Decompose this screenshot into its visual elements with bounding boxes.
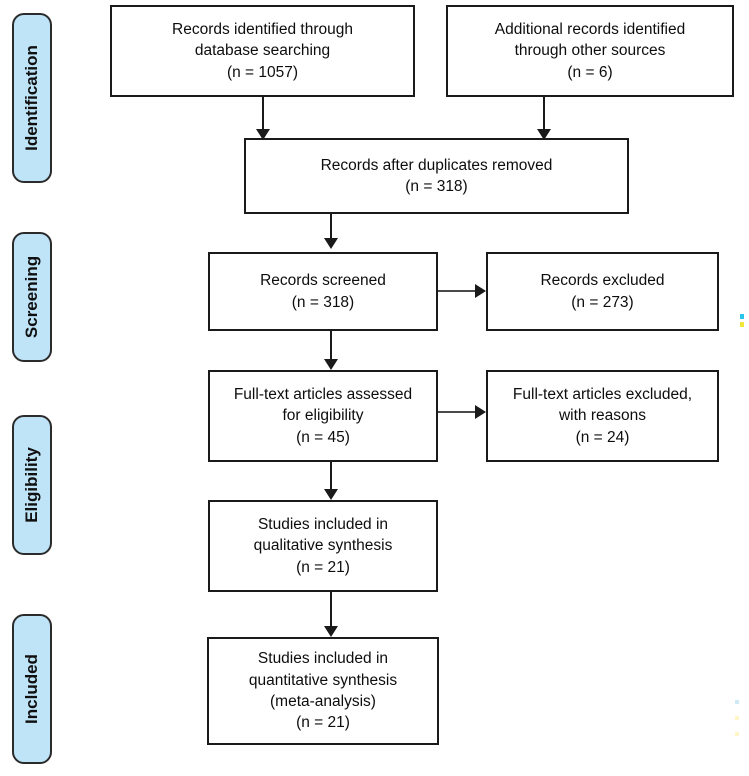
arrowhead-screened-to-excluded bbox=[475, 284, 486, 298]
stage-tab-identification-label: Identification bbox=[22, 45, 41, 151]
stage-tab-included-label: Included bbox=[22, 654, 41, 724]
box-records-identified-database[interactable]: Records identified through database sear… bbox=[110, 5, 415, 97]
stage-tab-identification[interactable]: Identification bbox=[12, 13, 52, 183]
connector-identified-to-duplicates bbox=[262, 97, 264, 133]
box-studies-qualitative-synthesis-text: Studies included in qualitative synthesi… bbox=[253, 515, 393, 576]
connector-duplicates-to-screened bbox=[330, 214, 332, 241]
arrowhead-additional-to-duplicates bbox=[537, 129, 551, 140]
stage-tab-screening-label: Screening bbox=[22, 255, 42, 339]
box-additional-records-other-sources[interactable]: Additional records identified through ot… bbox=[446, 5, 734, 97]
stage-tab-screening[interactable]: Screening bbox=[12, 232, 52, 362]
box-records-excluded-text: Records excluded (n = 273) bbox=[540, 272, 665, 311]
stage-tab-eligibility-label: Eligibility bbox=[22, 447, 41, 523]
box-full-text-articles-assessed-text: Full-text articles assessed for eligibil… bbox=[233, 385, 413, 446]
box-records-identified-database-text: Records identified through database sear… bbox=[172, 20, 353, 81]
box-records-excluded[interactable]: Records excluded (n = 273) bbox=[486, 252, 719, 331]
margin-artifact-pale-1 bbox=[735, 700, 739, 704]
connector-qualitative-to-quantitative bbox=[330, 592, 332, 630]
margin-artifact-pale-2 bbox=[735, 716, 739, 720]
connector-fulltext-to-excluded bbox=[438, 411, 477, 413]
connector-screened-to-excluded bbox=[438, 290, 477, 292]
box-records-after-duplicates-removed-text: Records after duplicates removed (n = 31… bbox=[320, 156, 553, 195]
arrowhead-qualitative-to-quantitative bbox=[324, 626, 338, 637]
stage-tab-eligibility[interactable]: Eligibility bbox=[12, 415, 52, 555]
box-full-text-articles-excluded[interactable]: Full-text articles excluded, with reason… bbox=[486, 370, 719, 462]
box-records-screened-text: Records screened (n = 318) bbox=[260, 272, 386, 311]
box-records-after-duplicates-removed[interactable]: Records after duplicates removed (n = 31… bbox=[244, 138, 629, 214]
box-records-screened[interactable]: Records screened (n = 318) bbox=[208, 252, 438, 331]
margin-artifact-pale-3 bbox=[735, 732, 739, 736]
connector-additional-to-duplicates bbox=[543, 97, 545, 133]
arrowhead-duplicates-to-screened bbox=[324, 238, 338, 249]
box-full-text-articles-assessed[interactable]: Full-text articles assessed for eligibil… bbox=[208, 370, 438, 462]
box-studies-qualitative-synthesis[interactable]: Studies included in qualitative synthesi… bbox=[208, 500, 438, 592]
arrowhead-identified-to-duplicates bbox=[256, 129, 270, 140]
connector-screened-to-fulltext bbox=[330, 331, 332, 362]
connector-fulltext-to-qualitative bbox=[330, 462, 332, 492]
box-studies-quantitative-synthesis[interactable]: Studies included in quantitative synthes… bbox=[207, 637, 439, 745]
arrowhead-fulltext-to-excluded bbox=[475, 405, 486, 419]
margin-artifact-cyan bbox=[740, 314, 744, 319]
arrowhead-fulltext-to-qualitative bbox=[324, 489, 338, 500]
box-additional-records-other-sources-text: Additional records identified through ot… bbox=[494, 20, 686, 81]
margin-artifact-yellow bbox=[740, 322, 744, 327]
box-full-text-articles-excluded-text: Full-text articles excluded, with reason… bbox=[512, 385, 693, 446]
box-studies-quantitative-synthesis-text: Studies included in quantitative synthes… bbox=[248, 650, 398, 732]
arrowhead-screened-to-fulltext bbox=[324, 359, 338, 370]
stage-tab-included[interactable]: Included bbox=[12, 614, 52, 764]
